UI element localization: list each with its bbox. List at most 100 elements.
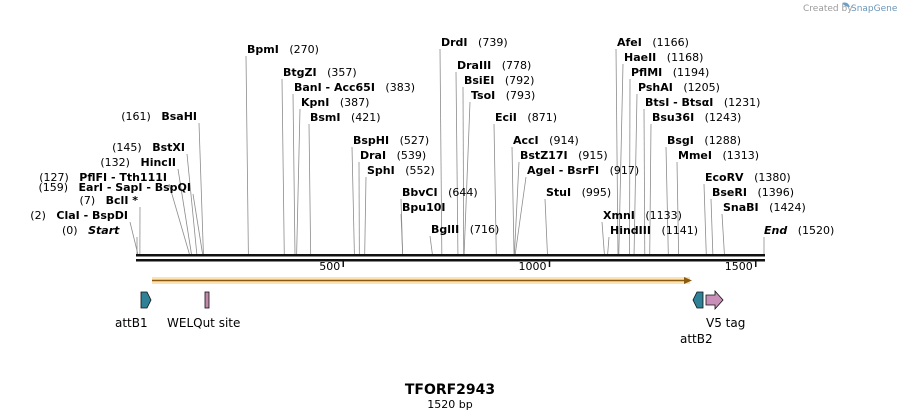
terminal-start: (0) Start: [62, 224, 120, 237]
leader-line-bsiei: [462, 86, 465, 255]
site-label-drai[interactable]: DraI (539): [360, 149, 426, 162]
site-label-hincii[interactable]: (132) HincII: [100, 156, 176, 169]
site-name: PflFI - Tth111I: [79, 171, 167, 184]
site-label-tsoi[interactable]: TsoI (793): [471, 89, 535, 102]
site-label-pflmi[interactable]: PflMI (1194): [631, 66, 709, 79]
site-name: AfeI: [617, 36, 642, 49]
site-name: AccI: [513, 134, 539, 147]
site-label-mmei[interactable]: MmeI (1313): [678, 149, 759, 162]
leader-line-bsmi: [308, 123, 312, 255]
site-name: BtsI - BtsαI: [645, 96, 713, 109]
site-label-bpmi[interactable]: BpmI (270): [247, 43, 319, 56]
feature-v5tag[interactable]: V5 tag: [705, 289, 745, 330]
site-label-afei[interactable]: AfeI (1166): [617, 36, 689, 49]
site-position: (539): [397, 149, 427, 162]
axis-tick-label-1500: 1500: [725, 260, 753, 273]
site-label-btgzi[interactable]: BtgZI (357): [283, 66, 357, 79]
leader-lines: [129, 48, 765, 255]
site-position: (145): [112, 141, 142, 154]
site-label-sphi[interactable]: SphI (552): [367, 164, 435, 177]
site-label-bsiei[interactable]: BsiEI (792): [464, 74, 534, 87]
site-position: (995): [582, 186, 612, 199]
leader-line-bani: [292, 93, 296, 255]
site-position: (1141): [661, 224, 698, 237]
site-label-acci[interactable]: AccI (914): [513, 134, 579, 147]
dna-strand-bottom: [136, 259, 765, 262]
site-label-bsgi[interactable]: BsgI (1288): [667, 134, 741, 147]
site-position: (357): [327, 66, 357, 79]
site-label-bpu10i[interactable]: Bpu10I: [402, 201, 446, 214]
site-position: (1313): [722, 149, 759, 162]
orf-arrow[interactable]: [152, 277, 692, 284]
site-position: (1166): [652, 36, 689, 49]
site-name: HincII: [140, 156, 176, 169]
site-label-ecorv[interactable]: EcoRV (1380): [705, 171, 791, 184]
leader-line-bpu10i: [400, 213, 404, 255]
site-label-bsahi[interactable]: (161) BsaHI: [121, 110, 197, 123]
site-name: MmeI: [678, 149, 712, 162]
site-label-btsi[interactable]: BtsI - BtsαI (1231): [645, 96, 760, 109]
site-label-bbvci[interactable]: BbvCI (644): [402, 186, 478, 199]
site-name: TsoI: [471, 89, 495, 102]
leader-line-eari: [192, 193, 203, 255]
site-label-bglii[interactable]: BglII (716): [431, 223, 499, 236]
site-label-bseri[interactable]: BseRI (1396): [712, 186, 794, 199]
site-position: (2): [30, 209, 46, 222]
site-label-bcli[interactable]: (7) BclI *: [80, 194, 139, 207]
site-position: (871): [527, 111, 557, 124]
site-label-xmni[interactable]: XmnI (1133): [603, 209, 682, 222]
site-label-draiii[interactable]: DraIII (778): [457, 59, 531, 72]
site-label-haeii[interactable]: HaeII (1168): [624, 51, 703, 64]
site-name: PflMI: [631, 66, 662, 79]
site-label-bsmi[interactable]: BsmI (421): [310, 111, 381, 124]
site-label-kpni[interactable]: KpnI (387): [301, 96, 369, 109]
site-label-pshai[interactable]: PshAI (1205): [638, 81, 720, 94]
site-label-bani[interactable]: BanI - Acc65I (383): [294, 81, 415, 94]
site-label-bsu36i[interactable]: Bsu36I (1243): [652, 111, 741, 124]
leader-line-stui: [544, 198, 548, 255]
plasmid-name: TFORF2943: [405, 382, 495, 398]
axis-tick-label-500: 500: [319, 260, 340, 273]
site-position: (159): [38, 181, 68, 194]
leader-line-bstxi: [186, 153, 198, 255]
leader-line-btgzi: [281, 78, 285, 255]
leader-line-afei: [615, 48, 619, 255]
site-label-bsphi[interactable]: BspHI (527): [353, 134, 429, 147]
site-position: (383): [385, 81, 415, 94]
site-position: (387): [340, 96, 370, 109]
site-label-bstz17i[interactable]: BstZ17I (915): [520, 149, 608, 162]
leader-line-hincii: [177, 168, 192, 255]
feature-attb2-label: attB2: [680, 332, 713, 346]
site-label-ecii[interactable]: EciI (871): [495, 111, 557, 124]
leader-line-pshai: [633, 93, 638, 255]
site-name: DrdI: [441, 36, 468, 49]
leader-line-kpni: [296, 108, 301, 255]
site-name: BstZ17I: [520, 149, 568, 162]
site-name: BseRI: [712, 186, 747, 199]
site-position: (132): [100, 156, 130, 169]
terminal-end: End (1520): [764, 224, 834, 237]
leader-line-draiii: [455, 71, 459, 255]
site-label-hindiii[interactable]: HindIII (1141): [610, 224, 698, 237]
site-name: DraI: [360, 149, 386, 162]
leader-line-bsgi: [665, 146, 669, 255]
feature-attb1[interactable]: attB1: [115, 291, 152, 330]
site-name: KpnI: [301, 96, 329, 109]
site-name: HaeII: [624, 51, 656, 64]
site-position: (915): [578, 149, 608, 162]
site-label-stui[interactable]: StuI (995): [546, 186, 611, 199]
feature-welqut[interactable]: WELQut site: [167, 291, 240, 330]
site-label-eari[interactable]: (159) EarI - SapI - BspQI: [38, 181, 191, 194]
site-label-agei[interactable]: AgeI - BsrFI (917): [527, 164, 639, 177]
site-name: BsgI: [667, 134, 694, 147]
site-name: SnaBI: [723, 201, 759, 214]
site-label-clai[interactable]: (2) ClaI - BspDI: [30, 209, 128, 222]
site-label-pflfi[interactable]: (127) PflFI - Tth111I: [39, 171, 167, 184]
site-label-bstxi[interactable]: (145) BstXI: [112, 141, 185, 154]
site-label-snabi[interactable]: SnaBI (1424): [723, 201, 806, 214]
site-labels: (2) ClaI - BspDI (7) BclI * (127) PflFI - …: [30, 36, 834, 237]
feature-attb2[interactable]: attB2: [680, 291, 713, 346]
site-label-drdi[interactable]: DrdI (739): [441, 36, 508, 49]
site-name: BclI *: [106, 194, 139, 207]
leader-line-btsi: [643, 108, 646, 255]
